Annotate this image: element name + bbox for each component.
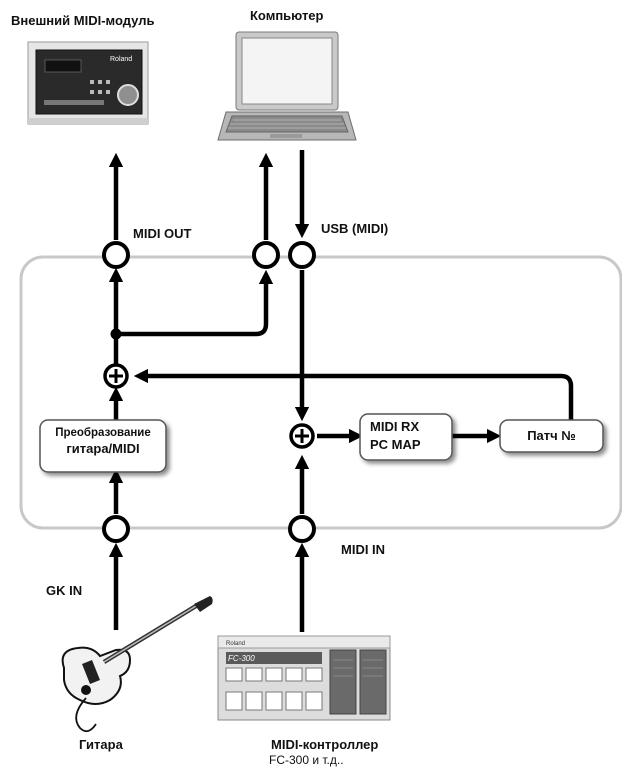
patch-text: Патч №: [527, 428, 576, 443]
external-midi-module-image: Roland: [27, 41, 149, 125]
computer-label: Компьютер: [250, 8, 324, 23]
branch-to-usb-out: [116, 269, 274, 337]
module-brand-text: Roland: [110, 56, 132, 63]
arrow-patch-to-merge: [133, 368, 574, 420]
patch-box: [499, 419, 604, 453]
converter-line2: гитара/MIDI: [66, 441, 140, 456]
junction-dot: [110, 328, 122, 340]
usb-midi-label: USB (MIDI): [321, 221, 389, 236]
computer-laptop-image: [217, 31, 357, 141]
usb-out-jack: [252, 241, 280, 269]
merge-plus-top: [103, 363, 129, 389]
external-module-label: Внешний MIDI-модуль: [11, 13, 155, 28]
usb-in-jack: [288, 241, 316, 269]
midi-in-label: MIDI IN: [341, 542, 386, 557]
midi-rx-line1: MIDI RX: [370, 419, 420, 434]
controller-brand-text: Roland: [226, 641, 245, 647]
midi-out-label: MIDI OUT: [133, 226, 192, 241]
midi-in-jack: [288, 515, 316, 543]
controller-sub-label: FC-300 и т.д..: [269, 753, 344, 767]
midi-rx-box: [359, 413, 453, 461]
guitar-midi-converter-box: [39, 419, 167, 473]
controller-title-label: MIDI-контроллер: [271, 737, 379, 752]
gk-in-label: GK IN: [46, 583, 83, 598]
processor-panel: [19, 255, 622, 530]
converter-line1: Преобразование: [55, 427, 151, 439]
merge-plus-lower: [289, 423, 315, 449]
midi-controller-image: Roland FC-300: [217, 635, 391, 721]
midi-rx-text: MIDI RX PC MAP: [360, 418, 452, 454]
guitar-label: Гитара: [79, 737, 123, 752]
midi-out-jack: [102, 241, 130, 269]
controller-model-text: FC-300: [228, 654, 255, 663]
guitar-midi-converter-text: Преобразование гитара/MIDI: [40, 426, 166, 458]
gk-in-jack: [102, 515, 130, 543]
guitar-image: [61, 596, 213, 733]
midi-rx-line2: PC MAP: [370, 437, 421, 452]
